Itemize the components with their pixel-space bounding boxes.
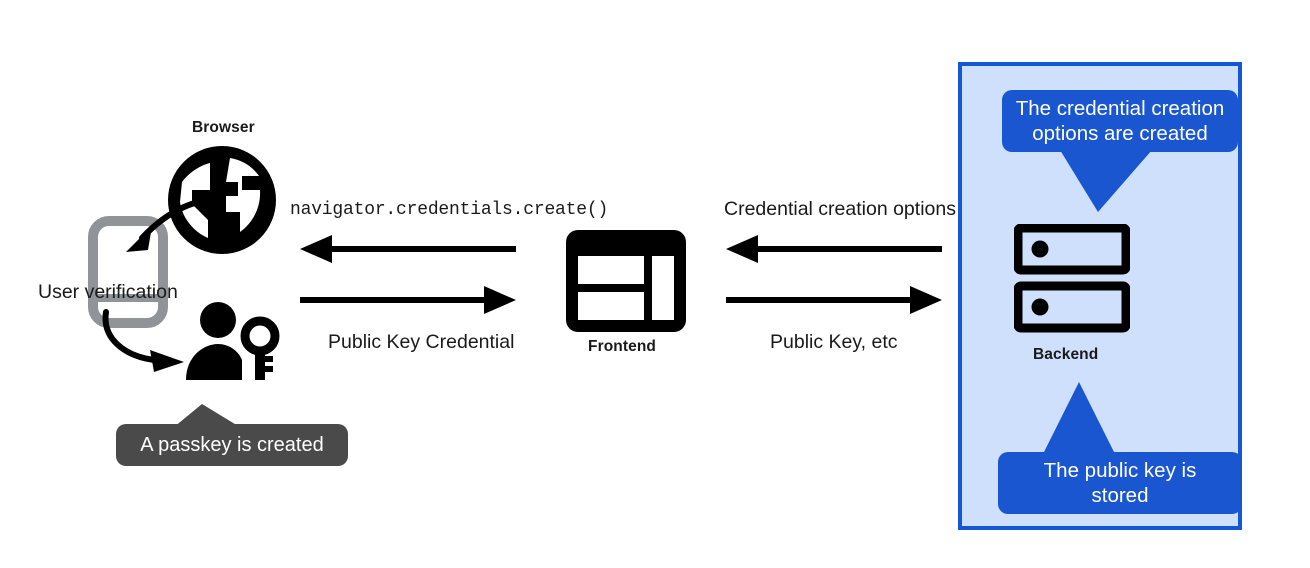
arrow-pair-browser-frontend — [300, 235, 516, 314]
curved-arrow-icon-browser-to-device — [126, 196, 223, 252]
arrow-pair-frontend-backend — [726, 235, 942, 314]
person-with-key-icon — [186, 302, 280, 380]
arrow-label-credential-creation-options: Credential creation options — [724, 198, 956, 220]
arrow-left-icon — [300, 235, 516, 263]
arrow-left-icon — [726, 235, 942, 263]
callout-top-line1: The credential creation — [1015, 97, 1225, 120]
callout-credential-options-created: The credential creation options are crea… — [1002, 90, 1238, 152]
arrow-label-public-key-credential: Public Key Credential — [328, 331, 515, 353]
node-label-frontend: Frontend — [588, 338, 656, 355]
callout-passkey-created: A passkey is created — [116, 424, 348, 466]
callout-bottom-line2: stored — [1091, 484, 1149, 507]
annotation-user-verification: User verification — [38, 281, 178, 303]
arrow-right-icon — [300, 286, 516, 314]
callout-bottom-line1: The public key is — [1043, 459, 1197, 482]
arrow-label-navigator-credentials-create: navigator.credentials.create() — [290, 200, 609, 220]
callout-top-line2: options are created — [1032, 122, 1208, 145]
arrow-label-public-key-etc: Public Key, etc — [770, 331, 898, 353]
callout-public-key-stored: The public key is stored — [998, 452, 1242, 514]
curved-arrow-icon-device-to-user — [102, 309, 184, 372]
arrow-right-icon — [726, 286, 942, 314]
server-stack-icon — [1014, 224, 1130, 333]
window-layout-icon — [566, 230, 686, 332]
callout-bottom-tail — [1040, 382, 1118, 460]
callout-top-tail — [1060, 150, 1152, 212]
node-label-backend: Backend — [1033, 346, 1099, 363]
node-label-browser: Browser — [192, 119, 255, 136]
mobile-device-icon — [88, 216, 168, 328]
